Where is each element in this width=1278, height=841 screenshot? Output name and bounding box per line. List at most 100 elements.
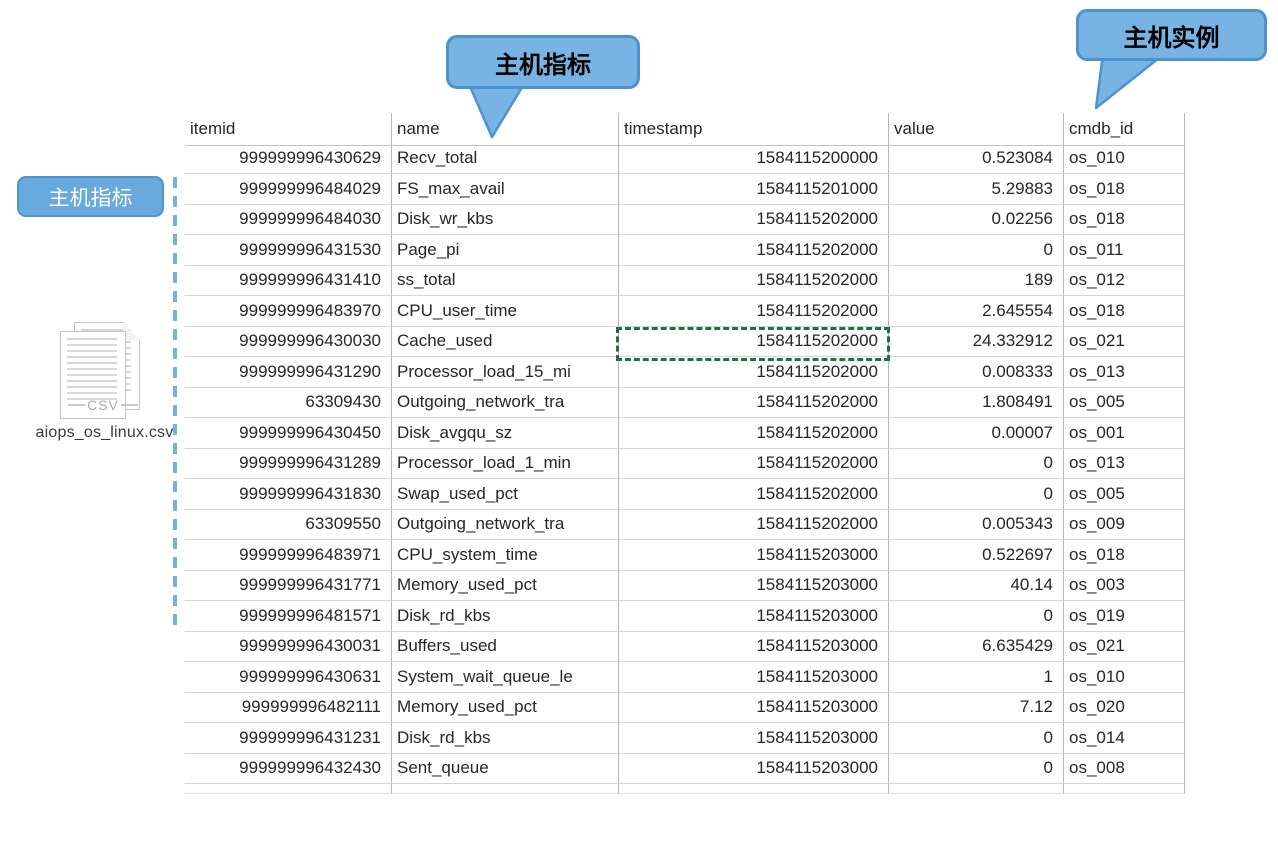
cell-name[interactable]: Processor_load_15_mi [392,357,619,388]
cell-cmdb_id[interactable]: os_005 [1064,479,1185,510]
cell-cmdb_id[interactable]: os_013 [1064,448,1185,479]
cell-timestamp[interactable]: 1584115202000 [619,357,889,388]
cell-value[interactable]: 0.00007 [889,418,1064,449]
cell-cmdb_id[interactable]: os_013 [1064,357,1185,388]
cell-cmdb_id[interactable]: os_018 [1064,540,1185,571]
cell-value[interactable]: 0 [889,448,1064,479]
cell-name[interactable]: Outgoing_network_tra [392,509,619,540]
cell-value[interactable]: 6.635429 [889,631,1064,662]
cell-name[interactable]: Outgoing_network_tra [392,387,619,418]
cell-cmdb_id[interactable]: os_021 [1064,326,1185,357]
cell-name[interactable]: Memory_used_pct [392,570,619,601]
cell-cmdb_id[interactable]: os_020 [1064,692,1185,723]
cell-cmdb_id[interactable]: os_021 [1064,631,1185,662]
cell-value[interactable]: 40.14 [889,570,1064,601]
cell-itemid[interactable]: 999999996431290 [185,357,392,388]
cell-itemid[interactable]: 999999996482111 [185,692,392,723]
column-header-value[interactable]: value [889,113,1064,146]
cell-cmdb_id[interactable]: os_009 [1064,509,1185,540]
cell-name[interactable]: Disk_avgqu_sz [392,418,619,449]
cell-itemid[interactable]: 999999996430031 [185,631,392,662]
cell-itemid[interactable]: 63309550 [185,509,392,540]
cell-timestamp[interactable]: 1584115203000 [619,540,889,571]
cell-itemid[interactable]: 999999996484030 [185,204,392,235]
cell-timestamp[interactable]: 1584115202000 [619,387,889,418]
cell-cmdb_id[interactable]: os_003 [1064,570,1185,601]
cell-timestamp[interactable]: 1584115202000 [619,204,889,235]
cell-name[interactable]: CPU_system_time [392,540,619,571]
cell-timestamp[interactable]: 1584115202000 [619,296,889,327]
cell-name[interactable]: Processor_load_1_min [392,448,619,479]
cell-cmdb_id[interactable]: os_005 [1064,387,1185,418]
cell-itemid[interactable]: 999999996432430 [185,753,392,784]
cell-cmdb_id[interactable]: os_018 [1064,174,1185,205]
cell-name[interactable]: Buffers_used [392,631,619,662]
cell-name[interactable]: Disk_rd_kbs [392,723,619,754]
cell-timestamp[interactable]: 1584115202000 [619,509,889,540]
cell-timestamp[interactable]: 1584115203000 [619,662,889,693]
cell-cmdb_id[interactable]: os_019 [1064,601,1185,632]
cell-itemid[interactable]: 999999996483970 [185,296,392,327]
cell-value[interactable]: 7.12 [889,692,1064,723]
cell-name[interactable]: Page_pi [392,235,619,266]
cell-value[interactable]: 0 [889,723,1064,754]
cell-value[interactable]: 2.645554 [889,296,1064,327]
cell-value[interactable]: 24.332912 [889,326,1064,357]
cell-timestamp[interactable]: 1584115202000 [619,479,889,510]
cell-itemid[interactable]: 63309430 [185,387,392,418]
cell-timestamp[interactable]: 1584115202000 [619,265,889,296]
cell-itemid[interactable]: 999999996483971 [185,540,392,571]
cell-timestamp[interactable]: 1584115203000 [619,753,889,784]
cell-value[interactable]: 0.522697 [889,540,1064,571]
cell-value[interactable]: 0.02256 [889,204,1064,235]
cell-cmdb_id[interactable]: os_010 [1064,662,1185,693]
cell-timestamp[interactable]: 1584115202000 [619,326,889,357]
cell-value[interactable]: 0 [889,235,1064,266]
cell-timestamp[interactable]: 1584115203000 [619,723,889,754]
cell-itemid[interactable]: 999999996431410 [185,265,392,296]
cell-itemid[interactable]: 999999996430030 [185,326,392,357]
cell-timestamp[interactable]: 1584115202000 [619,235,889,266]
cell-timestamp[interactable]: 1584115203000 [619,631,889,662]
cell-value[interactable]: 189 [889,265,1064,296]
cell-cmdb_id[interactable]: os_018 [1064,296,1185,327]
column-header-cmdb_id[interactable]: cmdb_id [1064,113,1185,146]
cell-value[interactable]: 0 [889,601,1064,632]
column-header-name[interactable]: name [392,113,619,146]
cell-name[interactable]: Swap_used_pct [392,479,619,510]
cell-cmdb_id[interactable]: os_008 [1064,753,1185,784]
cell-timestamp[interactable]: 1584115201000 [619,174,889,205]
cell-value[interactable]: 0 [889,753,1064,784]
cell-cmdb_id[interactable]: os_014 [1064,723,1185,754]
csv-file-icon-group[interactable]: CSV aiops_os_linux.csv [36,322,173,442]
cell-name[interactable]: FS_max_avail [392,174,619,205]
cell-itemid[interactable]: 999999996431289 [185,448,392,479]
cell-timestamp[interactable]: 1584115203000 [619,692,889,723]
cell-name[interactable]: ss_total [392,265,619,296]
column-header-timestamp[interactable]: timestamp [619,113,889,146]
cell-timestamp[interactable]: 1584115202000 [619,448,889,479]
cell-value[interactable]: 0.005343 [889,509,1064,540]
cell-itemid[interactable]: 999999996430631 [185,662,392,693]
cell-value[interactable]: 0.523084 [889,143,1064,174]
cell-itemid[interactable]: 999999996484029 [185,174,392,205]
cell-cmdb_id[interactable]: os_012 [1064,265,1185,296]
cell-name[interactable]: Disk_rd_kbs [392,601,619,632]
cell-name[interactable]: CPU_user_time [392,296,619,327]
cell-itemid[interactable]: 999999996431771 [185,570,392,601]
cell-timestamp[interactable]: 1584115203000 [619,601,889,632]
cell-name[interactable]: Disk_wr_kbs [392,204,619,235]
cell-name[interactable]: Cache_used [392,326,619,357]
cell-itemid[interactable]: 999999996430450 [185,418,392,449]
cell-itemid[interactable]: 999999996431231 [185,723,392,754]
cell-cmdb_id[interactable]: os_018 [1064,204,1185,235]
cell-timestamp[interactable]: 1584115203000 [619,570,889,601]
cell-value[interactable]: 1 [889,662,1064,693]
cell-itemid[interactable]: 999999996481571 [185,601,392,632]
cell-value[interactable]: 5.29883 [889,174,1064,205]
cell-itemid[interactable]: 999999996431830 [185,479,392,510]
cell-value[interactable]: 1.808491 [889,387,1064,418]
cell-timestamp[interactable]: 1584115202000 [619,418,889,449]
cell-cmdb_id[interactable]: os_001 [1064,418,1185,449]
column-header-itemid[interactable]: itemid [185,113,392,146]
